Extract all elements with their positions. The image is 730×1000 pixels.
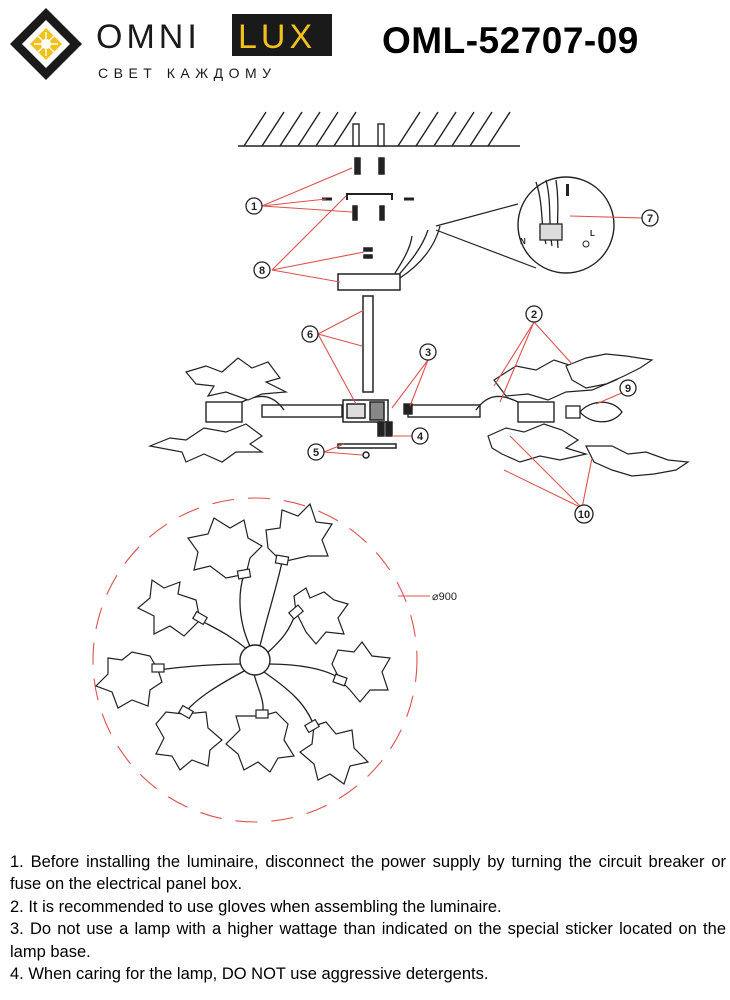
callout-3: 3: [419, 343, 437, 361]
svg-text:9: 9: [625, 383, 631, 395]
callout-2: 2: [525, 305, 543, 323]
note-item: 1. Before installing the luminaire, disc…: [10, 853, 726, 894]
safety-notes: 1. Before installing the luminaire, disc…: [10, 851, 726, 985]
ceiling-hatch: [238, 111, 520, 147]
svg-text:5: 5: [313, 447, 319, 459]
center-hub: [337, 399, 397, 459]
candle-bulb-icon: [565, 401, 623, 423]
callout-6: 6: [301, 325, 319, 343]
svg-text:2: 2: [531, 309, 537, 321]
callouts: 1 8 6 5 3 4 2 9 10 7: [245, 197, 659, 524]
top-hub: [239, 644, 271, 676]
svg-text:10: 10: [578, 509, 590, 521]
supply-wires: [391, 225, 441, 279]
callout-5: 5: [307, 443, 325, 461]
svg-text:6: 6: [307, 329, 313, 341]
header: OMNI LUX СВЕТ КАЖДОМУ OML-52707-09: [0, 0, 730, 95]
mounting-hardware: [322, 157, 414, 259]
brand-logo: OMNI LUX СВЕТ КАЖДОМУ: [10, 8, 332, 81]
leader-lines: [261, 167, 643, 509]
note-item: 2. It is recommended to use gloves when …: [10, 897, 502, 916]
callout-9: 9: [619, 379, 637, 397]
callout-8: 8: [253, 261, 271, 279]
side-leaves: [147, 353, 690, 477]
callout-10: 10: [574, 504, 594, 524]
svg-text:3: 3: [425, 347, 431, 359]
stem-rod: [362, 295, 374, 393]
wiring-label-n: N: [520, 237, 526, 246]
note-item: 4. When caring for the lamp, DO NOT use …: [10, 965, 489, 984]
top-view: ⌀900: [92, 497, 457, 823]
svg-text:8: 8: [259, 265, 265, 277]
assembly-diagram: L N 1: [92, 111, 690, 823]
canopy: [337, 273, 401, 291]
arms: [205, 395, 555, 423]
note-item: 3. Do not use a lamp with a higher watta…: [10, 920, 726, 961]
callout-4: 4: [411, 427, 429, 445]
logo-diamond-icon: [10, 8, 82, 80]
svg-text:1: 1: [251, 201, 257, 213]
callout-1: 1: [245, 197, 263, 215]
svg-text:7: 7: [647, 213, 653, 225]
wiring-label-l: L: [590, 229, 595, 238]
ground-icon: [582, 240, 590, 248]
brand-name-right: LUX: [238, 18, 316, 56]
diameter-circle: [92, 497, 418, 823]
svg-text:4: 4: [417, 431, 424, 443]
callout-7: 7: [641, 209, 659, 227]
model-number: OML-52707-09: [382, 20, 639, 61]
brand-name-left: OMNI: [96, 18, 201, 56]
brand-tagline: СВЕТ КАЖДОМУ: [98, 65, 277, 81]
wiring-detail: L N: [435, 176, 615, 274]
diameter-label: ⌀900: [432, 591, 457, 603]
